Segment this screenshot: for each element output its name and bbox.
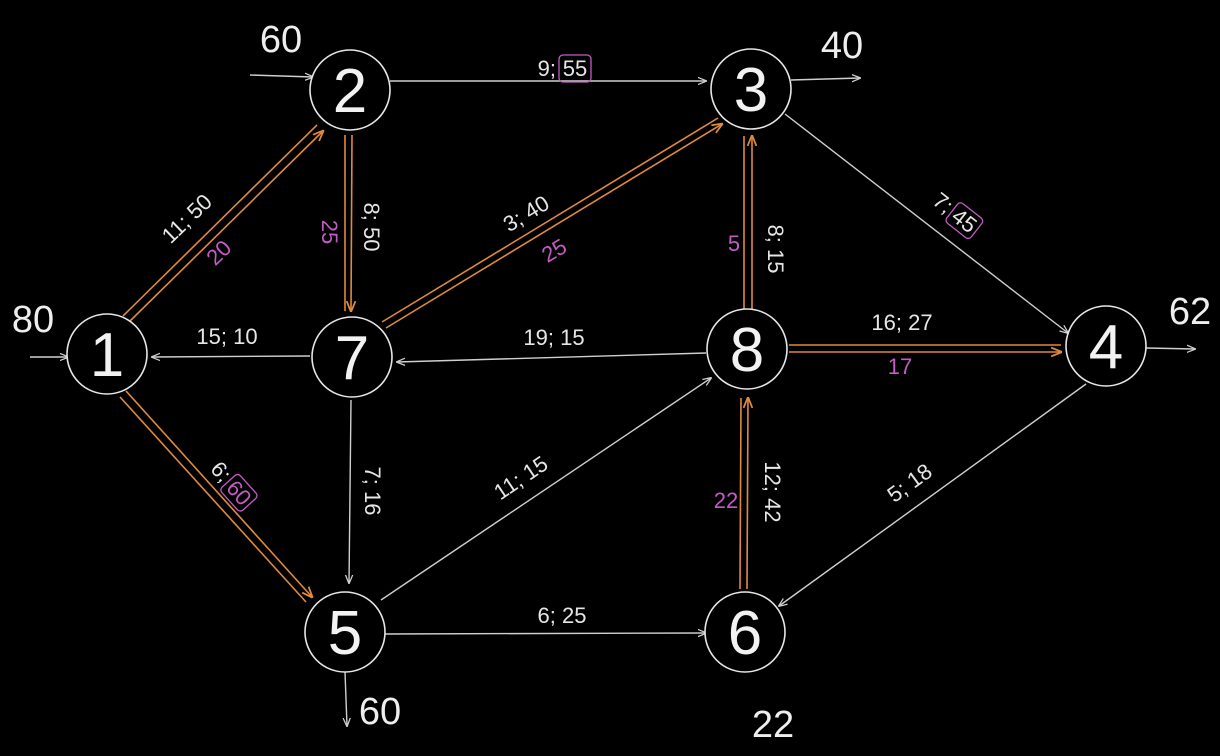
- edge-label-2-3: 9; 55: [538, 54, 592, 83]
- edge-8-7: [397, 352, 707, 362]
- edge-2-7: [344, 134, 352, 311]
- edge-label-7-3: 3; 40: [499, 190, 554, 237]
- node-label-2: 2: [333, 57, 367, 126]
- boxed-value-2-3: 55: [563, 56, 587, 81]
- edge-7-1: [152, 356, 311, 357]
- external-value-3: 40: [821, 25, 863, 67]
- source-arrow-2: [249, 75, 313, 77]
- node-6: 6: [704, 591, 786, 673]
- boxed-value-frame-3-4: [945, 202, 984, 240]
- node-7: 7: [311, 316, 393, 398]
- external-value-4: 62: [1169, 291, 1211, 333]
- external-value-5: 60: [359, 691, 401, 733]
- edge-label-5-6: 6; 25: [538, 603, 587, 628]
- edge-1-5: [119, 390, 312, 603]
- node-label-5: 5: [328, 599, 362, 668]
- node-3: 3: [710, 48, 792, 130]
- edge-label-3-4: 7; 45: [928, 187, 984, 240]
- boxed-value-1-5: 60: [221, 475, 256, 510]
- edge-label-5-8: 11; 15: [489, 451, 552, 505]
- edge-8-4: [789, 344, 1061, 352]
- flow-label-2-7: 25: [317, 220, 342, 244]
- node-1: 1: [66, 313, 148, 395]
- edge-label-6-8: 12; 42: [760, 461, 785, 522]
- flow-label-8-4: 17: [888, 354, 912, 379]
- edge-label-8-7: 19; 15: [523, 325, 584, 350]
- sink-arrow-3: [790, 78, 860, 80]
- edge-4-6: [779, 383, 1087, 606]
- edge-label-8-3: 8; 15: [763, 225, 788, 274]
- edge-7-3: [381, 117, 722, 329]
- boxed-value-3-4: 45: [947, 203, 982, 238]
- node-label-7: 7: [335, 324, 369, 393]
- external-value-1: 80: [12, 299, 54, 341]
- node-label-4: 4: [1089, 313, 1123, 382]
- node-2: 2: [309, 49, 391, 131]
- edge-5-6: [383, 633, 706, 634]
- edge-label-7-1: 15; 10: [196, 324, 257, 349]
- edge-label-7-5: 7; 16: [360, 467, 385, 516]
- flow-label-8-3: 5: [728, 231, 740, 256]
- node-label-8: 8: [730, 316, 764, 385]
- node-label-6: 6: [728, 599, 762, 668]
- node-5: 5: [304, 591, 386, 673]
- boxed-value-frame-2-3: [558, 54, 592, 83]
- edge-label-1-5: 6; 60: [206, 456, 258, 512]
- node-4: 4: [1065, 305, 1147, 387]
- node-8: 8: [706, 308, 788, 390]
- flow-label-7-3: 25: [537, 234, 571, 268]
- edge-label-2-7: 8; 50: [359, 203, 384, 252]
- flow-label-6-8: 22: [714, 488, 738, 513]
- edge-label-8-4: 16; 27: [871, 310, 932, 335]
- edge-6-8: [739, 398, 748, 590]
- edge-3-4: [784, 113, 1068, 333]
- edge-5-8: [380, 378, 711, 601]
- edge-label-2-3-prefix: 9;: [538, 56, 556, 81]
- edge-label-4-6: 5; 18: [882, 458, 936, 507]
- node-label-1: 1: [90, 321, 124, 390]
- edge-label-1-2: 11; 50: [157, 189, 217, 248]
- boxed-value-frame-1-5: [220, 473, 258, 512]
- flow-label-1-2: 20: [201, 235, 236, 270]
- edge-1-2: [122, 124, 323, 323]
- edge-7-5: [349, 399, 351, 583]
- node-label-3: 3: [734, 56, 768, 125]
- sink-arrow-4: [1145, 348, 1195, 349]
- edge-8-3: [743, 136, 752, 310]
- external-value-2: 60: [260, 19, 302, 61]
- external-value-6: 22: [752, 704, 794, 746]
- sink-arrow-5: [345, 671, 347, 726]
